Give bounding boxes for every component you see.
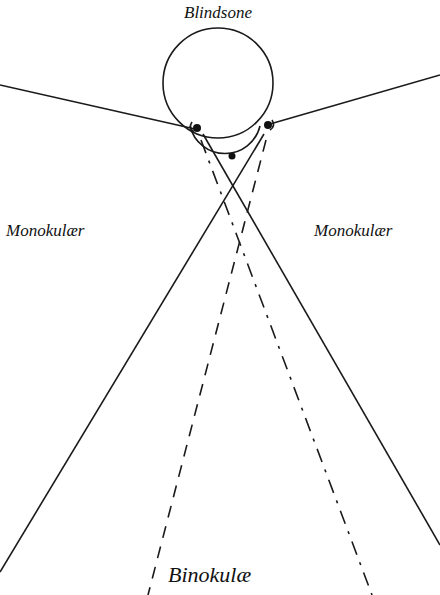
left-eye-inner-line	[203, 134, 440, 545]
right-outer-field-line	[270, 75, 440, 124]
right-eye-inner-line	[0, 134, 264, 572]
right-eye-dot	[264, 121, 272, 129]
binocular-label: Binokulæ	[166, 562, 253, 587]
monocular-label: Monokulær	[4, 221, 86, 241]
blind-zone-label: Blindsone	[182, 3, 254, 23]
face-arc	[190, 126, 260, 154]
monocular-label: Monokulær	[312, 221, 394, 241]
left-eye-dashed-line	[201, 140, 372, 595]
head-circle	[163, 28, 273, 138]
nose-dot	[229, 153, 236, 160]
right-eye-dashed-line	[148, 140, 266, 595]
left-outer-field-line	[0, 85, 195, 129]
left-eye-dot	[193, 124, 201, 132]
